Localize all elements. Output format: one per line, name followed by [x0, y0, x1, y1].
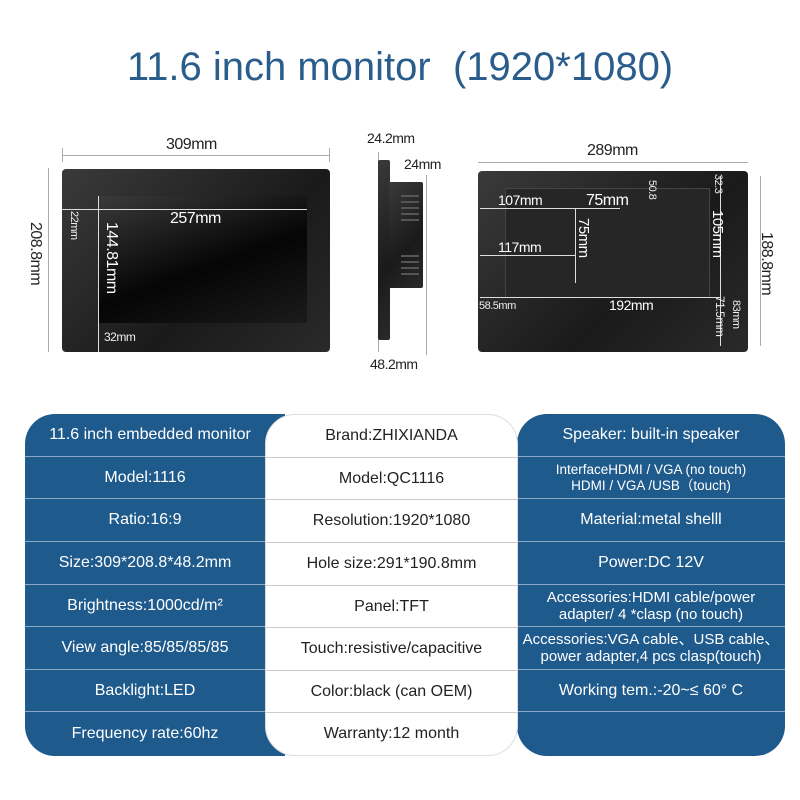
dim-107: 107mm: [498, 192, 543, 208]
front-width-label: 309mm: [166, 136, 217, 153]
spec-line: InterfaceHDMI / VGA (no touch): [555, 461, 747, 477]
spec-cell: 11.6 inch embedded monitor: [25, 414, 275, 457]
bottom-margin-label: 32mm: [104, 330, 136, 344]
dim-75-vertical: 75mm: [575, 218, 592, 258]
spec-cell: Material:metal shelll: [517, 499, 785, 542]
spec-cell: Ratio:16:9: [25, 499, 265, 542]
spec-cell: Brand:ZHIXIANDA: [266, 415, 517, 458]
screen-height-label: 144.81mm: [103, 222, 120, 294]
spec-cell: View angle:85/85/85/85: [25, 627, 265, 670]
dim-105: 105mm: [709, 210, 726, 258]
top-margin-label: 22mm: [68, 211, 80, 240]
dim-75-horizontal: 75mm: [586, 192, 629, 209]
spec-cell: Model:1116: [25, 457, 265, 499]
spec-cell: Accessories:VGA cable、USB cable、power ad…: [517, 627, 785, 670]
dim-192: 192mm: [609, 297, 654, 313]
spec-line: Accessories:HDMI cable/power: [546, 588, 756, 606]
front-height-label: 208.8mm: [27, 222, 44, 286]
dim-32-3: 32.3: [712, 174, 724, 194]
spec-cell: Warranty:12 month: [323, 725, 460, 742]
dim-117: 117mm: [498, 239, 542, 255]
spec-cell: Touch:resistive/capacitive: [266, 628, 517, 671]
spec-cell: Model:QC1116: [266, 458, 517, 500]
dim-50-8: 50.8: [646, 180, 658, 200]
dim-83: 83mm: [730, 300, 742, 329]
page-title: 11.6 inch monitor (1920*1080): [126, 45, 674, 89]
screen-width-label: 257mm: [170, 210, 221, 227]
dim-71-5: 71.5mm: [713, 296, 727, 337]
spec-cell: Resolution:1920*1080: [266, 500, 517, 543]
side-depth1-label: 24.2mm: [367, 130, 415, 146]
back-height-label: 188.8mm: [758, 232, 775, 296]
spec-cell: InterfaceHDMI / VGA (no touch)HDMI / VGA…: [517, 457, 785, 499]
spec-cell: Hole size:291*190.8mm: [266, 543, 517, 586]
spec-cell: Backlight:LED: [25, 670, 265, 712]
spec-cell: Color:black (can OEM): [266, 671, 517, 713]
spec-cell: Panel:TFT: [266, 586, 517, 628]
side-total-depth-label: 48.2mm: [370, 356, 418, 372]
back-width-label: 289mm: [587, 142, 638, 159]
spec-line: Accessories:VGA cable、USB cable、: [522, 631, 780, 648]
spec-line: power adapter,4 pcs clasp(touch): [540, 648, 762, 665]
monitor-screen: [98, 196, 307, 323]
side-depth2-label: 24mm: [404, 156, 441, 172]
spec-cell: Brightness:1000cd/m²: [25, 585, 265, 627]
spec-cell: Size:309*208.8*48.2mm: [25, 542, 265, 585]
spec-cell: Frequency rate:60hz: [71, 725, 219, 742]
spec-cell: Working tem.:-20~≤ 60° C: [517, 670, 785, 712]
dim-58-5: 58.5mm: [479, 300, 516, 312]
spec-line: HDMI / VGA /USB（touch): [571, 477, 731, 493]
spec-cell: Speaker: built-in speaker: [517, 414, 785, 457]
spec-line: adapter/ 4 *clasp (no touch): [558, 605, 744, 623]
spec-cell: Power:DC 12V: [517, 542, 785, 585]
